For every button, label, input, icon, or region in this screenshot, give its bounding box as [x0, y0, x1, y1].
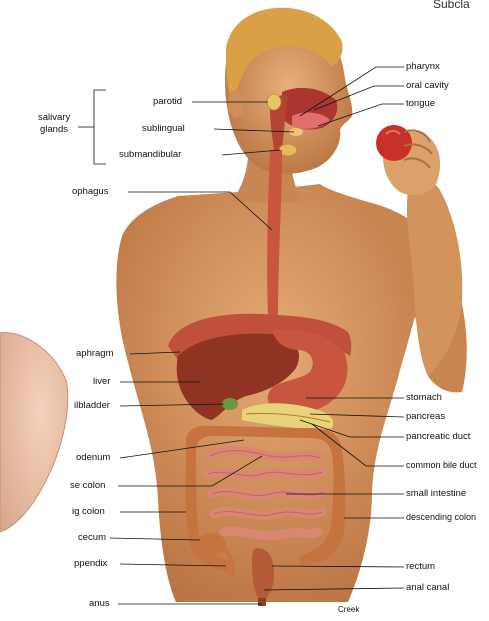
label-tongue: tongue: [406, 98, 435, 109]
cropped-arm-left: [0, 333, 68, 532]
label-stomach: stomach: [406, 392, 442, 403]
label-rectum: rectum: [406, 561, 435, 572]
corner-cropped-text: Subcla: [433, 0, 470, 11]
label-small-intestine: small intestine: [406, 488, 466, 499]
parotid-gland: [267, 94, 281, 110]
label-cecum: cecum: [78, 532, 106, 543]
salivary-glands-label-1: salivary: [38, 112, 70, 123]
label-ascending-colon: ig colon: [72, 506, 105, 517]
label-gallbladder: ilbladder: [74, 400, 110, 411]
label-oral-cavity: oral cavity: [406, 80, 449, 91]
label-diaphragm: aphragm: [76, 348, 114, 359]
label-submandibular: submandibular: [119, 149, 181, 160]
label-anal-canal: anal canal: [406, 582, 449, 593]
label-sublingual: sublingual: [142, 123, 185, 134]
label-liver: liver: [93, 376, 110, 387]
label-descending-colon: descending colon: [406, 512, 476, 523]
label-pharynx: pharynx: [406, 61, 440, 72]
label-anus: anus: [89, 598, 110, 609]
label-esophagus: ophagus: [72, 186, 108, 197]
label-appendix: ppendix: [74, 558, 107, 569]
salivary-glands-label-2: glands: [40, 124, 68, 135]
label-transverse-colon: se colon: [70, 480, 105, 491]
label-pancreatic-duct: pancreatic duct: [406, 431, 470, 442]
artist-signature: Creek: [338, 604, 359, 615]
label-parotid: parotid: [153, 96, 182, 107]
cecum: [198, 533, 226, 555]
label-duodenum: odenum: [76, 452, 110, 463]
anal-canal: [258, 598, 266, 606]
label-common-bile-duct: common bile duct: [406, 460, 477, 471]
gallbladder: [222, 398, 238, 410]
label-pancreas: pancreas: [406, 411, 445, 422]
